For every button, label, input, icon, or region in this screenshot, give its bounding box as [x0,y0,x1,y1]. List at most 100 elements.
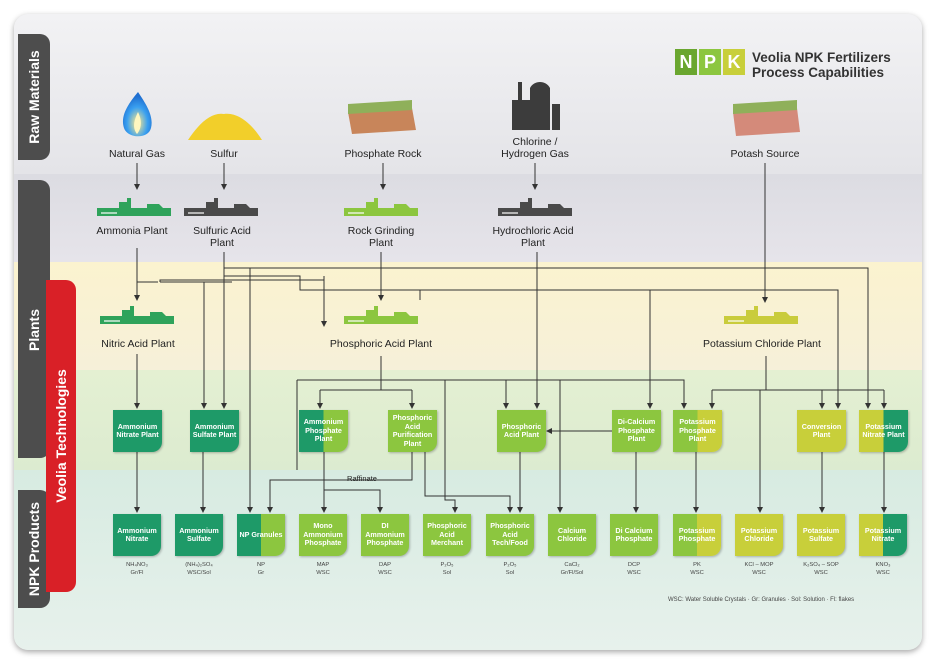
phosphoric-acid-plant-icon-detail [348,320,364,322]
product-formula: (NH₄)₂SO₄ [185,562,213,568]
product-box: NP Granules [237,514,285,556]
product-form: WSC [627,570,641,576]
product-form: WSC/Sol [187,570,211,576]
title-line-2: Process Capabilities [752,65,885,80]
logo-letter-k: K [723,49,745,75]
products-band [14,470,922,650]
tech-ammonium-nitrate-plant: Ammonium Nitrate Plant [113,410,162,452]
label-nitric-acid-plant: Nitric Acid Plant [101,338,175,350]
label-phosphate-rock: Phosphate Rock [344,148,422,160]
label-ammonia-plant: Ammonia Plant [96,225,168,237]
product-name: Di Calcium Phosphate [615,525,653,543]
product-name: Ammonium Sulfate [179,525,219,543]
tech-phosphoric-acid-purification-plant: Phosphoric Acid Purification Plant [388,410,437,452]
tech-ammonium-phosphate-plant: Ammonium Phosphate Plant [299,410,348,452]
product-box: Potassium Phosphate [673,514,721,556]
product-form: Gr/Fl [130,570,144,576]
tech-di-calcium-phosphate-plant: Di-Calcium Phosphate Plant [612,410,661,452]
potash-grass-icon [733,100,797,114]
sulfuric-acid-plant-icon [184,198,258,216]
product-formula: MAP [316,562,330,568]
phosphoric-acid-plant-icon [344,306,418,324]
tab-plants-bg [18,180,50,458]
product-formula: P₂O₅ [503,562,517,568]
tech-label: Ammonium Sulfate Plant [192,421,237,439]
label-chlorine-hydrogen-gas: Chlorine / Hydrogen Gas [501,136,569,160]
natural-gas-flame-core-icon [134,112,141,134]
logo-letter-n: N [675,49,697,75]
tech-label: Phosphoric Acid Purification Plant [392,413,433,448]
product-box: Potassium Sulfate [797,514,845,556]
flow-arrow [383,289,653,409]
product-name: Potassium Sulfate [802,525,840,543]
flow-arrow [297,379,687,409]
product-form: WSC [378,570,392,576]
product-form: Sol [505,570,515,576]
product-formula: PK [693,562,701,568]
product-form: Sol [442,570,452,576]
product-formula: DCP [627,562,641,568]
rock-grinding-plant-icon-detail [348,212,364,214]
product-formula: DAP [379,562,391,568]
hydrochloric-acid-plant-icon [498,198,572,216]
product-name: Phosphoric Acid Merchant [427,521,467,548]
tech-label: Di-Calcium Phosphate Plant [617,417,656,444]
product-name: Potassium Phosphate [678,525,716,543]
sulfuric-acid-plant-icon-detail [188,212,204,214]
product-box: Ammonium Nitrate [113,514,161,556]
product-box: Calcium Chloride [548,514,596,556]
tech-potassium-nitrate-plant: Potassium Nitrate Plant [859,410,908,452]
label-rock-grinding-plant: Rock Grinding Plant [347,225,415,249]
product-formula: NH₄NO₃ [126,562,148,568]
tech-label: Phosphoric Acid Plant [501,421,542,439]
product-name: DI Ammonium Phosphate [365,521,405,548]
tab-npk-products: NPK Products [18,490,50,608]
product-box: DI Ammonium Phosphate [361,514,409,556]
product-name: Ammonium Nitrate [117,525,157,543]
product-formula: KNO₃ [875,562,891,568]
tech-potassium-phosphate-plant: Potassium Phosphate Plant [673,410,722,452]
flow-arrow [267,452,413,513]
product-formula: P₂O₅ [440,562,454,568]
product-box: Mono Ammonium Phosphate [299,514,347,556]
potassium-chloride-plant-icon [724,306,798,324]
label-hydrochloric-acid-plant: Hydrochloric Acid Plant [492,225,574,249]
tech-label: Ammonium Phosphate Plant [303,417,344,444]
label-potash-source: Potash Source [730,148,800,160]
product-name: Potassium Chloride [740,525,778,543]
product-form: WSC [876,570,890,576]
sulfur-pile-icon [188,113,262,140]
product-formula: K₂SO₄ – SOP [803,562,839,568]
tech-label: Ammonium Nitrate Plant [116,421,159,439]
product-formula: CaCl₂ [564,562,580,568]
hydrochloric-acid-plant-icon-detail [502,212,518,214]
product-formula: KCl – MOP [744,562,774,568]
tab-raw-materials: Raw Materials [18,34,50,160]
flow-arrow [159,279,324,282]
product-form: WSC [690,570,704,576]
diagram-title: Veolia NPK Fertilizers Process Capabilit… [752,50,891,80]
product-form: Gr/Fl/Sol [560,570,584,576]
flow-arrow [224,267,871,409]
product-box: Phosphoric Acid Tech/Food [486,514,534,556]
product-form: WSC [316,570,330,576]
product-name: NP Granules [239,529,283,539]
potassium-chloride-plant-icon-detail [728,320,744,322]
product-form: Gr [257,570,265,576]
product-box: Ammonium Sulfate [175,514,223,556]
chlorine-tank-icon [552,104,560,130]
tech-conversion-plant: Conversion Plant [797,410,846,452]
ammonia-plant-icon-detail [101,212,117,214]
label-sulfur: Sulfur [210,148,238,160]
nitric-acid-plant-icon [100,306,174,324]
product-name: Potassium Nitrate [864,525,902,543]
product-form: WSC [752,570,766,576]
raw-materials-band [14,14,922,174]
tech-label: Potassium Phosphate Plant [679,417,716,444]
product-formula: NP [256,562,266,568]
phosphate-rock-grass-icon [348,100,412,114]
label-sulfuric-acid-plant: Sulfuric Acid Plant [193,225,251,249]
product-name: Mono Ammonium Phosphate [303,521,343,548]
